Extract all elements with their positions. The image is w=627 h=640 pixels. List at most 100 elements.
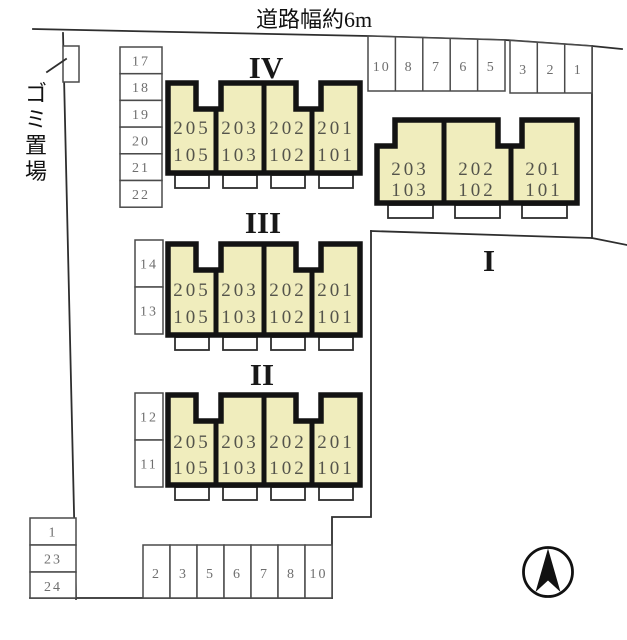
building-ii-label: II	[250, 357, 274, 392]
parking-space-number: 6	[459, 60, 468, 75]
building-i: I 203 103 202 102 201 101	[374, 117, 580, 278]
unit-number: 105	[173, 307, 211, 328]
garbage-area-label: 場	[25, 159, 47, 184]
compass-circle	[522, 546, 574, 598]
entrance-porch	[270, 336, 306, 351]
parking-southwest-column: 1 23 24	[29, 517, 77, 599]
entrance-porch	[222, 336, 258, 351]
parking-space-number: 11	[140, 458, 157, 473]
parking-south-row: 2 3 5 6 7 8 10	[142, 544, 333, 599]
parking-space-number: 10	[310, 567, 328, 582]
entrance-porch	[174, 174, 210, 189]
building-iii-label: III	[245, 205, 281, 240]
parking-space	[223, 544, 252, 599]
unit-number: 101	[317, 458, 355, 479]
garbage-pointer-line	[45, 57, 68, 74]
entrance-porch	[270, 174, 306, 189]
parking-space-number: 7	[260, 567, 269, 582]
parking-space-number: 6	[233, 567, 242, 582]
entrance-porch	[318, 486, 354, 501]
garbage-area-box	[62, 45, 80, 83]
road-width-label: 道路幅約6m	[256, 7, 372, 32]
entrance-porch	[387, 204, 434, 219]
parking-space	[119, 72, 163, 102]
parking-space-number: 5	[487, 60, 496, 75]
entrance-porch	[454, 204, 501, 219]
unit-number: 102	[269, 145, 307, 166]
unit-number: 205	[173, 432, 211, 453]
unit-number: 205	[173, 280, 211, 301]
parking-space	[196, 544, 225, 599]
parking-space-number: 22	[132, 188, 150, 203]
parking-space	[134, 439, 164, 488]
entrance-porch	[174, 486, 210, 501]
parking-top-row-left: 10 8 7 6 5	[367, 35, 506, 92]
parking-space	[29, 571, 77, 599]
entrance-porch	[318, 336, 354, 351]
parking-space-number: 24	[44, 580, 62, 595]
parking-space	[119, 126, 163, 155]
unit-number: 205	[173, 118, 211, 139]
unit-number: 203	[221, 118, 259, 139]
garbage-area-label: ミ	[25, 107, 47, 132]
building-iii: III 205 105 203 103 202 102 201 101	[165, 205, 363, 351]
parking-space	[304, 544, 333, 599]
unit-number: 203	[391, 159, 429, 180]
parking-top-row-right: 3 2 1	[509, 39, 593, 94]
entrance-porch	[222, 486, 258, 501]
building-iv: IV 205 105 203 103 202 102 201 101	[165, 50, 363, 189]
parking-space-number: 2	[547, 63, 556, 78]
unit-number: 201	[317, 280, 355, 301]
building-iv-label: IV	[249, 50, 284, 85]
unit-number: 101	[317, 145, 355, 166]
parking-space-number: 18	[132, 81, 150, 96]
compass	[522, 546, 574, 598]
parking-space-number: 1	[574, 63, 583, 78]
garbage-area: ゴ ミ 置 場	[25, 45, 80, 184]
parking-space-number: 2	[152, 567, 161, 582]
parking-space	[142, 544, 171, 599]
parking-space-number: 5	[206, 567, 215, 582]
entrance-porch	[270, 486, 306, 501]
parking-space	[119, 99, 163, 128]
unit-number: 102	[458, 180, 496, 201]
parking-space	[134, 286, 164, 335]
parking-west-mid-upper: 14 13	[134, 239, 164, 335]
parking-space	[277, 544, 306, 599]
parking-space-number: 12	[140, 411, 158, 426]
unit-number: 103	[221, 307, 259, 328]
parking-space	[119, 153, 163, 182]
unit-number: 203	[221, 432, 259, 453]
unit-number: 102	[269, 307, 307, 328]
west-boundary-line	[62, 32, 77, 600]
parking-space-number: 23	[44, 553, 62, 568]
parking-space-number: 19	[132, 108, 150, 123]
unit-number: 103	[391, 180, 429, 201]
parking-space-number: 3	[519, 63, 528, 78]
parking-space-number: 3	[179, 567, 188, 582]
unit-number: 103	[221, 458, 259, 479]
unit-number: 202	[269, 280, 307, 301]
garbage-area-label: 置	[25, 133, 47, 158]
parking-space-number: 14	[140, 258, 158, 273]
building-ii: II 205 105 203 103 202 102 201 101	[165, 357, 363, 501]
parking-space	[119, 46, 163, 75]
parking-west-column: 17 18 19 20 21 22	[119, 46, 163, 208]
parking-space	[119, 179, 163, 208]
parking-row-outline	[367, 35, 506, 92]
unit-number: 202	[269, 432, 307, 453]
parking-space	[169, 544, 198, 599]
parking-space-number: 10	[373, 60, 391, 75]
unit-number: 201	[525, 159, 563, 180]
unit-number: 202	[458, 159, 496, 180]
parking-space-number: 13	[140, 305, 158, 320]
entrance-porch	[521, 204, 568, 219]
southeast-slant-line	[370, 230, 627, 246]
unit-number: 105	[173, 145, 211, 166]
unit-number: 201	[317, 118, 355, 139]
unit-number: 203	[221, 280, 259, 301]
entrance-porch	[174, 336, 210, 351]
parking-space-number: 8	[287, 567, 296, 582]
